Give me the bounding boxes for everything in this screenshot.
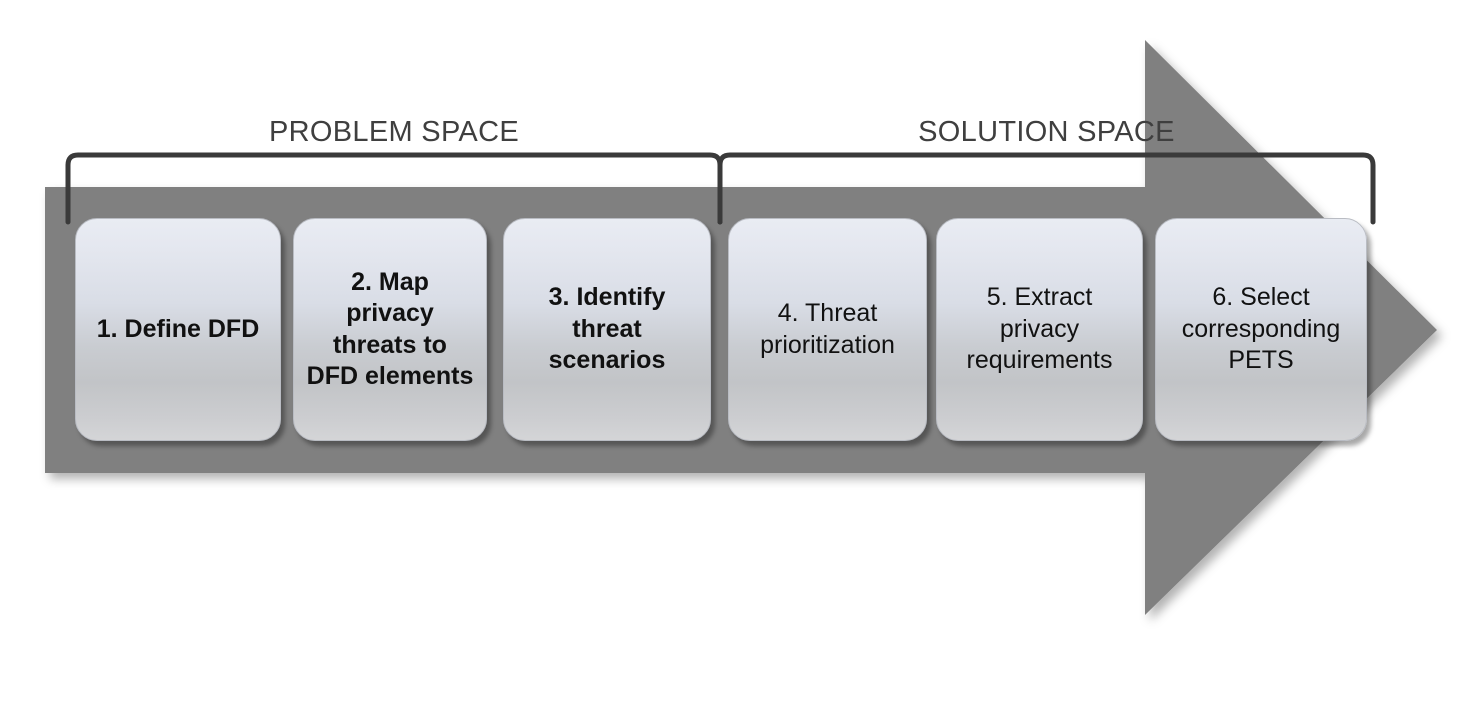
step-box-6[interactable]: 6. Select corresponding PETS — [1155, 218, 1367, 441]
step-label-4: 4. Threat prioritization — [760, 299, 895, 359]
step-box-2[interactable]: 2. Map privacy threats to DFD elements — [293, 218, 487, 441]
step-label-2: 2. Map privacy threats to DFD elements — [306, 267, 474, 391]
step-box-5[interactable]: 5. Extract privacy requirements — [936, 218, 1143, 441]
phase-label-problem-space: PROBLEM SPACE — [269, 116, 519, 148]
phase-label-solution-space: SOLUTION SPACE — [918, 116, 1175, 148]
step-label-3: 3. Identify threat scenarios — [548, 283, 666, 375]
solution-space-bracket — [717, 152, 1376, 225]
step-box-4[interactable]: 4. Threat prioritization — [728, 218, 927, 441]
step-label-6: 6. Select corresponding PETS — [1181, 283, 1341, 375]
problem-space-bracket — [65, 152, 723, 225]
step-box-3[interactable]: 3. Identify threat scenarios — [503, 218, 711, 441]
step-box-1[interactable]: 1. Define DFD — [75, 218, 281, 441]
step-label-1: 1. Define DFD — [96, 314, 260, 343]
step-label-5: 5. Extract privacy requirements — [966, 283, 1113, 375]
